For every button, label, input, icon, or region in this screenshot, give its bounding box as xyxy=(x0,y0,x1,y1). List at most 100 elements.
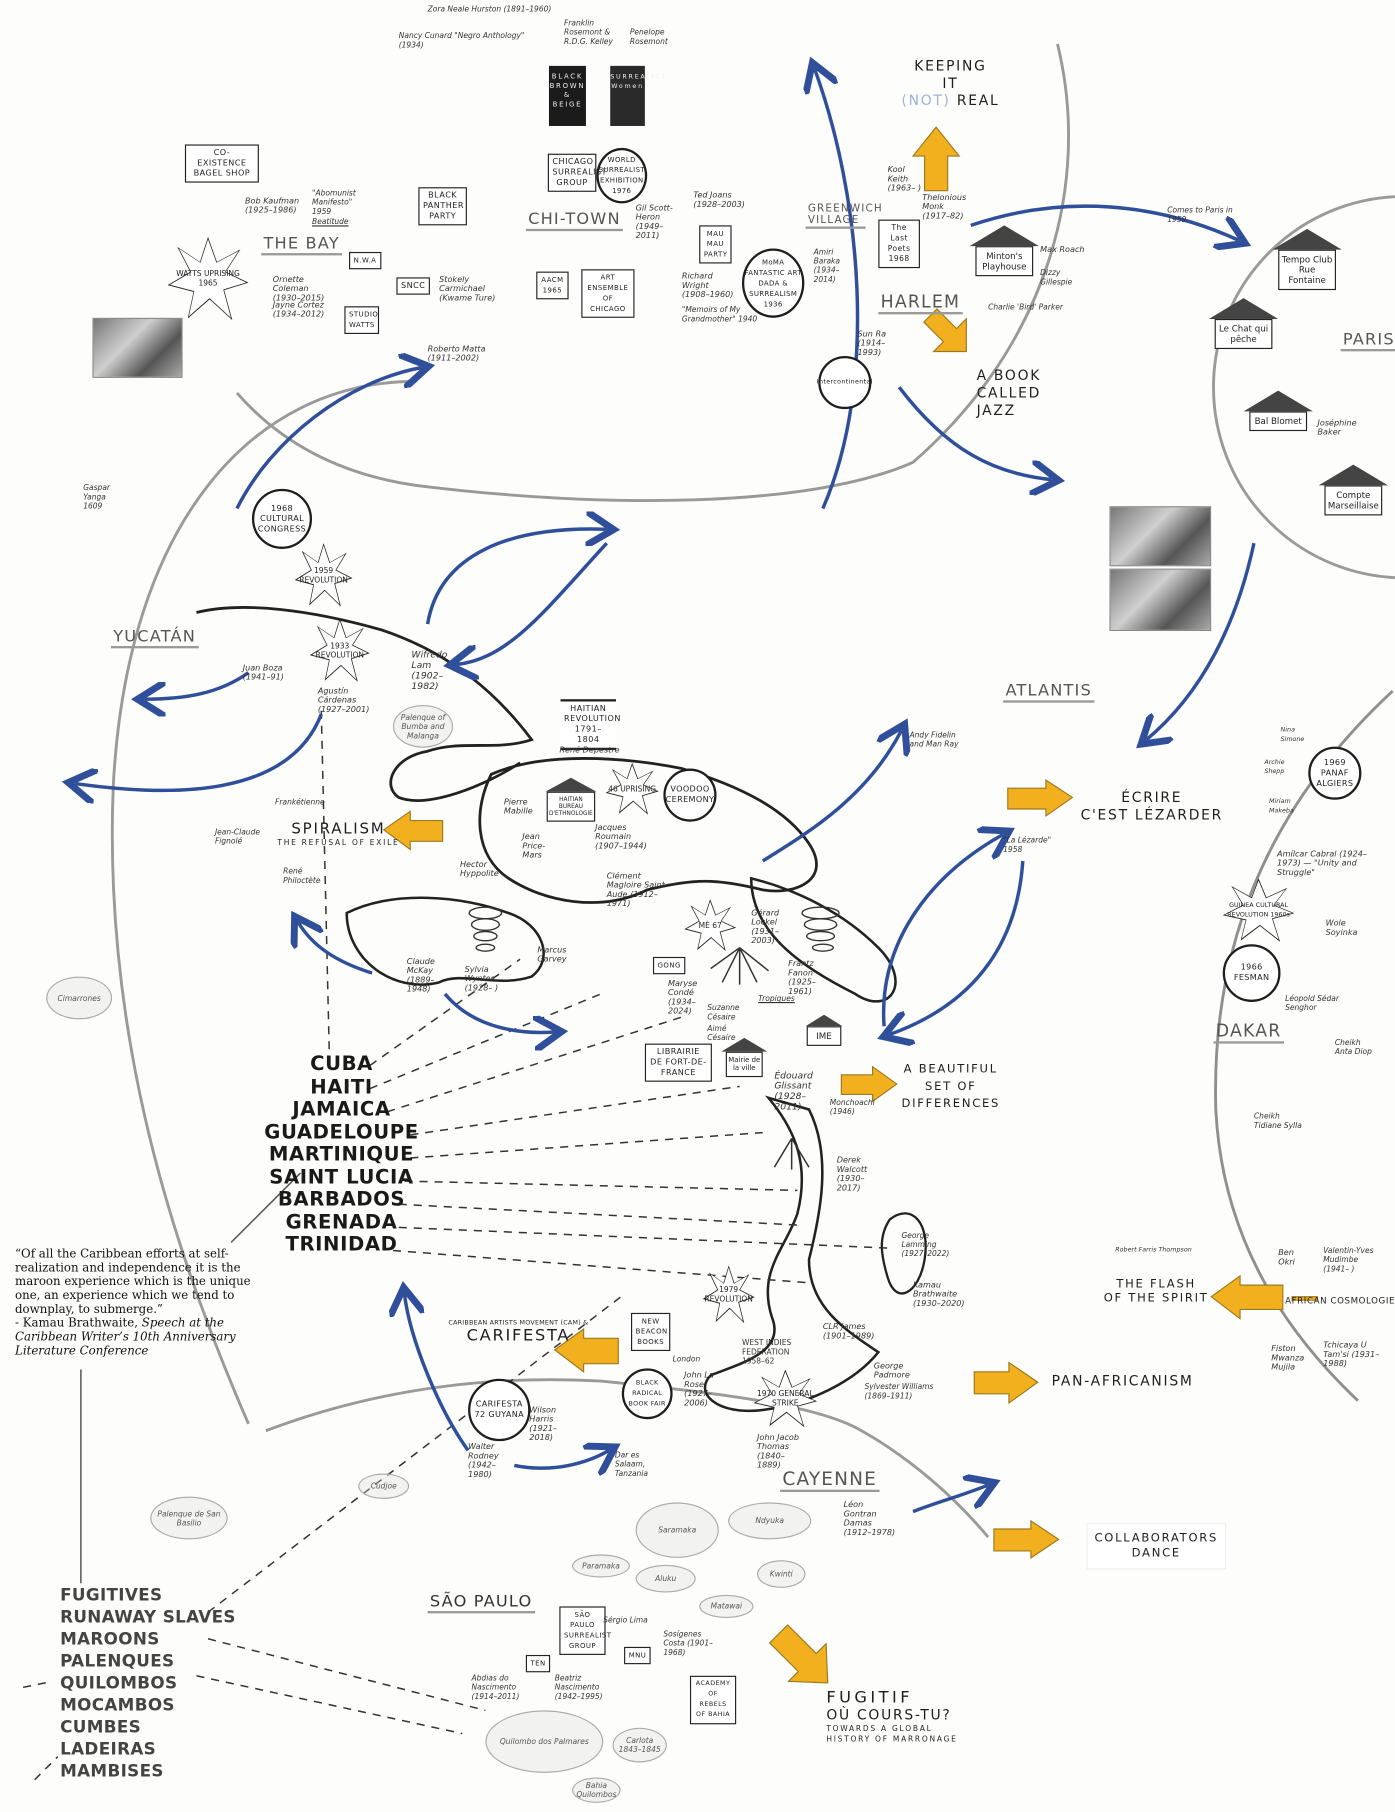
roof-icon xyxy=(969,225,1039,247)
maroon-term: RUNAWAY SLAVES xyxy=(60,1608,236,1628)
house-label: Mairie de la ville xyxy=(725,1051,763,1078)
hispaniola-outline xyxy=(478,757,818,904)
caribbean-region-outline xyxy=(110,379,417,1425)
person-label: Ornette Coleman (1930–2015) xyxy=(272,275,325,303)
person-label: Valentin-Yves Mudimbe (1941– ) xyxy=(1323,1245,1374,1274)
yellow-arrow-up-keeping xyxy=(911,126,961,192)
box-studio-watts: STUDIO WATTS xyxy=(344,306,380,334)
star-label: MÉ 67 xyxy=(698,920,722,930)
person-label: Nancy Cunard "Negro Anthology" (1934) xyxy=(398,31,525,50)
person-label: Walter Rodney (1942–1980) xyxy=(468,1442,499,1480)
place-chi-town: CHI-TOWN xyxy=(525,210,624,232)
event-1959-revolution-star: 1959 REVOLUTION xyxy=(294,543,353,607)
house-label: Compte Marseillaise xyxy=(1324,485,1383,516)
person-label: Archie Shepp xyxy=(1264,759,1285,776)
maroon-ellipse: Aluku xyxy=(635,1564,696,1593)
heading-line: ÉCRIRE xyxy=(1121,789,1183,806)
country-item: GRENADA xyxy=(285,1210,398,1234)
maroon-terms-list: FUGITIVES RUNAWAY SLAVES MAROONS PALENQU… xyxy=(60,1586,236,1784)
person-label: Sylvia Wynter (1928– ) xyxy=(464,965,499,993)
person-label: Sun Ra (1914–1993) xyxy=(857,329,887,358)
puerto-rico-outline xyxy=(749,876,897,1003)
quote-attribution: - Kamau Brathwaite, xyxy=(15,1317,138,1331)
yellow-arrow-down-jazz xyxy=(923,308,967,353)
person-label: Beatitude xyxy=(312,217,349,227)
box-haitian-revolution: HAITIAN REVOLUTION 1791–1804 xyxy=(560,699,620,751)
house-label: Bal Blomet xyxy=(1249,411,1308,432)
house-label: Minton's Playhouse xyxy=(975,246,1034,277)
maroon-ellipse: Cimarrones xyxy=(46,976,113,1020)
heading-keeping-it-real: KEEPING IT (NOT) REAL xyxy=(901,58,999,110)
person-label: Comes to Paris in 1959 xyxy=(1167,205,1233,225)
person-label: London xyxy=(672,1354,701,1364)
heading-line: SET OF xyxy=(925,1080,977,1094)
person-label: Léopold Sédar Senghor xyxy=(1285,993,1340,1013)
person-label: Clément Magloire Saint-Aude (1912–1971) xyxy=(606,871,668,909)
box-nwa: N.W.A xyxy=(349,251,381,270)
person-label: Beatriz Nascimento (1942–1995) xyxy=(554,1673,603,1702)
person-label: Sosígenes Costa (1901–1968) xyxy=(663,1629,713,1658)
person-label: Jean Price-Mars xyxy=(522,832,546,860)
person-label: Cheikh Tidiane Sylla xyxy=(1253,1111,1302,1131)
person-label: René Philoctète xyxy=(283,866,321,886)
star-label: 46 UPRISING xyxy=(608,784,657,794)
maroon-term: QUILOMBOS xyxy=(60,1674,178,1694)
heading-book-called-jazz: A BOOK CALLED JAZZ xyxy=(977,368,1042,420)
heading-line: A BEAUTIFUL xyxy=(903,1063,998,1076)
maroon-term: MAMBISES xyxy=(60,1762,164,1781)
brathwaite-quote: “Of all the Caribbean efforts at self-re… xyxy=(15,1248,252,1359)
yellow-arrow-fugitif xyxy=(768,1624,829,1684)
person-label: "Abomunist Manifesto" 1959 xyxy=(312,188,356,217)
person-label: Joséphine Baker xyxy=(1317,418,1357,437)
blue-arrow-lezarde-down xyxy=(890,860,1025,1034)
event-46-uprising-star: 46 UPRISING xyxy=(605,762,659,815)
heading-line: C'EST LÉZARDER xyxy=(1080,806,1223,823)
maroon-term: PALENQUES xyxy=(60,1652,175,1672)
person-label: Frantz Fanon (1925–1961) xyxy=(788,959,816,997)
person-label: "La Lézarde" 1958 xyxy=(1003,835,1052,855)
person-label: Jean-Claude Fignolé xyxy=(214,827,260,846)
event-world-surrealist-exhibition: WORLD SURREALIST EXHIBITION 1976 xyxy=(596,147,648,204)
house-label: HAITIAN BUREAU D'ETHNOLOGIE xyxy=(546,791,596,822)
house-tempo-club: Tempo Club Rue Fontaine xyxy=(1271,228,1343,291)
event-guinea-revolution-star: GUINEA CULTURAL REVOLUTION 1960s xyxy=(1222,878,1295,942)
person-label: Aimé Césaire xyxy=(707,1023,736,1043)
blue-arrow-damas xyxy=(912,1485,988,1514)
person-label: Gil Scott-Heron (1949–2011) xyxy=(635,203,673,241)
person-label: "Memoirs of My Grandmother" 1940 xyxy=(681,305,758,324)
person-label: Richard Wright (1908–1960) xyxy=(681,271,734,300)
heading-real: REAL xyxy=(956,92,1000,109)
person-label: Derek Walcott (1930–2017) xyxy=(836,1155,868,1193)
blue-arrow-jamaica-east xyxy=(443,992,555,1033)
person-label: Gaspar Yanga 1609 xyxy=(83,483,111,511)
photo-watts xyxy=(92,317,183,378)
heading-line: TOWARDS A GLOBAL xyxy=(826,1724,933,1734)
yellow-arrow-beautiful xyxy=(840,1065,898,1103)
box-last-poets: The Last Poets 1968 xyxy=(878,219,920,269)
heading-line: A BOOK xyxy=(976,367,1042,384)
maroon-ellipse: Paramaka xyxy=(572,1554,630,1578)
person-label: George Lamming (1927–2022) xyxy=(901,1230,950,1259)
person-label: John Jacob Thomas (1840–1889) xyxy=(756,1433,800,1471)
yellow-arrow-collaborators xyxy=(993,1519,1060,1559)
person-label: Léon Gontran Damas (1912–1978) xyxy=(843,1500,896,1538)
place-atlantis: ATLANTIS xyxy=(1003,682,1095,703)
event-1969-panaf: 1969 PANAF ALGIERS xyxy=(1308,746,1362,800)
person-label: Ted Joans (1928–2003) xyxy=(693,190,745,210)
house-label: IME xyxy=(806,1026,842,1046)
place-cayenne: CAYENNE xyxy=(780,1468,880,1493)
person-label: Dizzy Gillespie xyxy=(1040,268,1073,287)
yellow-arrow-panafricanism xyxy=(973,1361,1039,1405)
maroon-ellipse: Saramaka xyxy=(635,1502,719,1558)
yellow-arrows xyxy=(382,126,1319,1684)
harlem-region-outline xyxy=(235,43,1070,502)
event-me67-star: MÉ 67 xyxy=(684,899,737,952)
star-label: 1959 REVOLUTION xyxy=(299,565,348,585)
maroon-ellipse: Cudjoe xyxy=(358,1473,410,1499)
person-label: Robert Farris Thompson xyxy=(1115,1247,1192,1254)
person-label: Dar es Salaam, Tanzania xyxy=(614,1450,649,1479)
event-1970-general-strike-star: 1970 GENERAL STRIKE xyxy=(753,1369,818,1428)
place-greenwich-village: GREENWICH VILLAGE xyxy=(805,203,882,229)
